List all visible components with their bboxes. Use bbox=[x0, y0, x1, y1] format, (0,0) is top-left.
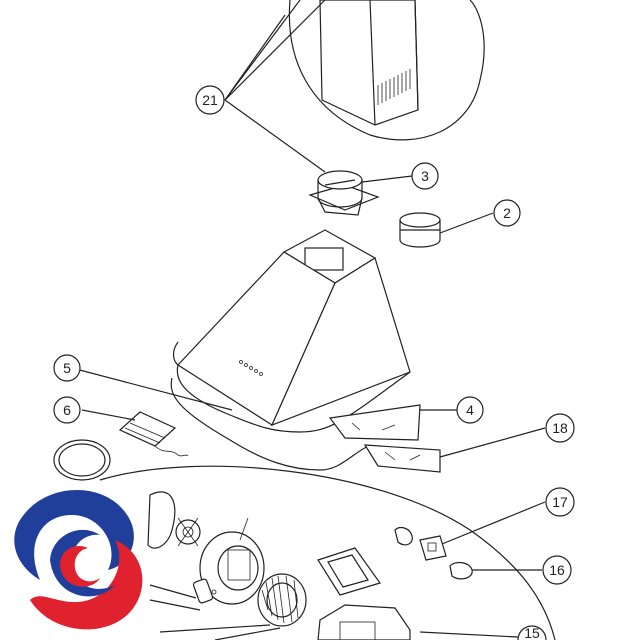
ring-gasket-part bbox=[53, 439, 111, 481]
callout-6: 6 bbox=[53, 396, 81, 424]
svg-text:4: 4 bbox=[466, 402, 474, 418]
callout-16: 16 bbox=[542, 555, 572, 585]
leader-line-18 bbox=[439, 427, 546, 458]
svg-text:16: 16 bbox=[549, 562, 565, 578]
svg-text:5: 5 bbox=[63, 360, 71, 376]
callout-21: 21 bbox=[195, 85, 225, 115]
svg-text:2: 2 bbox=[503, 205, 511, 221]
svg-text:18: 18 bbox=[552, 420, 568, 436]
callout-17: 17 bbox=[545, 487, 575, 517]
filter-strip-18 bbox=[363, 444, 441, 473]
chimney-detail-circle bbox=[288, 0, 485, 141]
callout-2: 2 bbox=[493, 199, 521, 227]
control-buttons bbox=[239, 360, 263, 376]
callout-5: 5 bbox=[53, 354, 81, 382]
leader-line-2 bbox=[439, 212, 494, 234]
leader-line-3 bbox=[361, 175, 413, 183]
bulb-part bbox=[449, 561, 473, 580]
callout-18: 18 bbox=[545, 413, 575, 443]
callout-15: 15 bbox=[517, 625, 547, 640]
svg-text:21: 21 bbox=[202, 92, 218, 108]
hood-body-part bbox=[170, 229, 411, 471]
leader-lines-21 bbox=[224, 0, 326, 173]
svg-text:6: 6 bbox=[63, 402, 71, 418]
brand-swirl-logo bbox=[2, 490, 143, 635]
round-adapter-part bbox=[399, 212, 441, 248]
leader-line-5 bbox=[71, 367, 233, 411]
leader-line-6 bbox=[81, 409, 136, 421]
filter-strip-4 bbox=[328, 404, 421, 441]
blower-blades bbox=[261, 575, 299, 624]
lamp-holder-part bbox=[394, 526, 447, 561]
vent-slots bbox=[377, 69, 411, 105]
callout-3: 3 bbox=[411, 162, 439, 190]
damper-collar-part bbox=[308, 170, 380, 216]
chimney-cover bbox=[319, 0, 419, 126]
svg-text:15: 15 bbox=[524, 625, 540, 640]
callout-4: 4 bbox=[456, 396, 484, 424]
control-module-part bbox=[118, 411, 189, 457]
svg-text:17: 17 bbox=[552, 494, 568, 510]
svg-text:3: 3 bbox=[421, 168, 429, 184]
motor-assembly bbox=[147, 491, 411, 640]
leader-line-15 bbox=[419, 631, 519, 638]
leader-line-17 bbox=[441, 501, 546, 545]
motor-detail-circle bbox=[99, 465, 556, 640]
